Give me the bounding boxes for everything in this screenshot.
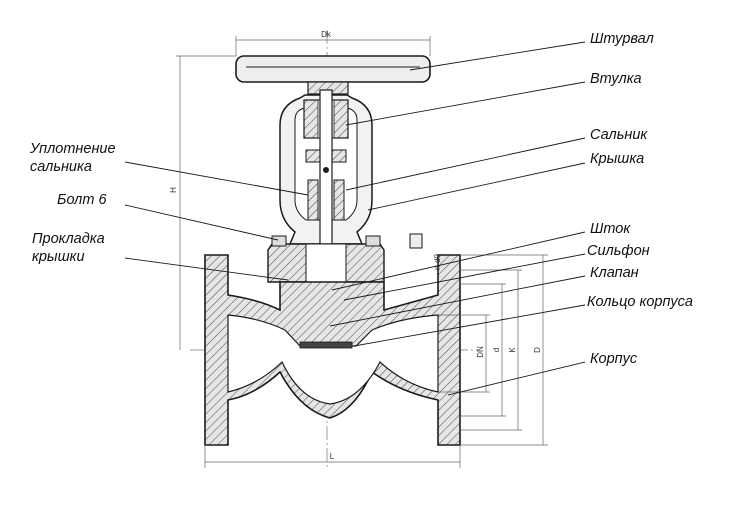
label-gasket-line1: Прокладка bbox=[32, 231, 105, 247]
leader-bellows bbox=[343, 253, 586, 301]
leader-handwheel bbox=[409, 41, 586, 71]
leader-body bbox=[447, 361, 586, 396]
dim-k: K bbox=[508, 347, 517, 353]
label-body: Корпус bbox=[590, 351, 638, 367]
leader-disc bbox=[329, 275, 586, 327]
label-bonnet: Крышка bbox=[590, 151, 645, 167]
handwheel-shape bbox=[235, 55, 431, 83]
label-body-ring: Кольцо корпуса bbox=[587, 294, 693, 310]
label-disc: Клапан bbox=[590, 265, 639, 281]
label-handwheel: Штурвал bbox=[590, 31, 654, 47]
dim-h: H bbox=[169, 187, 178, 193]
label-bushing: Втулка bbox=[590, 71, 642, 87]
label-stem: Шток bbox=[590, 221, 631, 237]
dim-dk: Dk bbox=[321, 30, 332, 39]
label-bolt: Болт 6 bbox=[57, 192, 107, 208]
leader-gland bbox=[345, 137, 586, 191]
leader-gland-seal bbox=[124, 161, 309, 196]
label-gland-seal-line2: сальника bbox=[30, 159, 92, 175]
dim-holes: n-d0 bbox=[433, 253, 442, 270]
leader-bushing bbox=[345, 81, 586, 126]
leader-bonnet bbox=[367, 162, 586, 211]
dim-l: L bbox=[330, 452, 335, 461]
leader-stem bbox=[331, 231, 586, 291]
label-gland: Сальник bbox=[590, 127, 648, 143]
label-gland-seal-line1: Уплотнение bbox=[30, 141, 116, 157]
leader-bolt bbox=[124, 204, 279, 241]
label-bellows: Сильфон bbox=[587, 243, 650, 259]
dim-seal-d: d bbox=[492, 348, 501, 352]
bolt-right bbox=[365, 235, 381, 247]
dim-d: D bbox=[533, 347, 542, 353]
leader-gasket bbox=[124, 257, 289, 281]
dim-dn: DN bbox=[476, 346, 485, 358]
leader-body-ring bbox=[353, 304, 586, 347]
body-ring-shape bbox=[299, 341, 353, 349]
label-gasket-line2: крышки bbox=[32, 249, 85, 265]
bolt-left bbox=[271, 235, 287, 247]
